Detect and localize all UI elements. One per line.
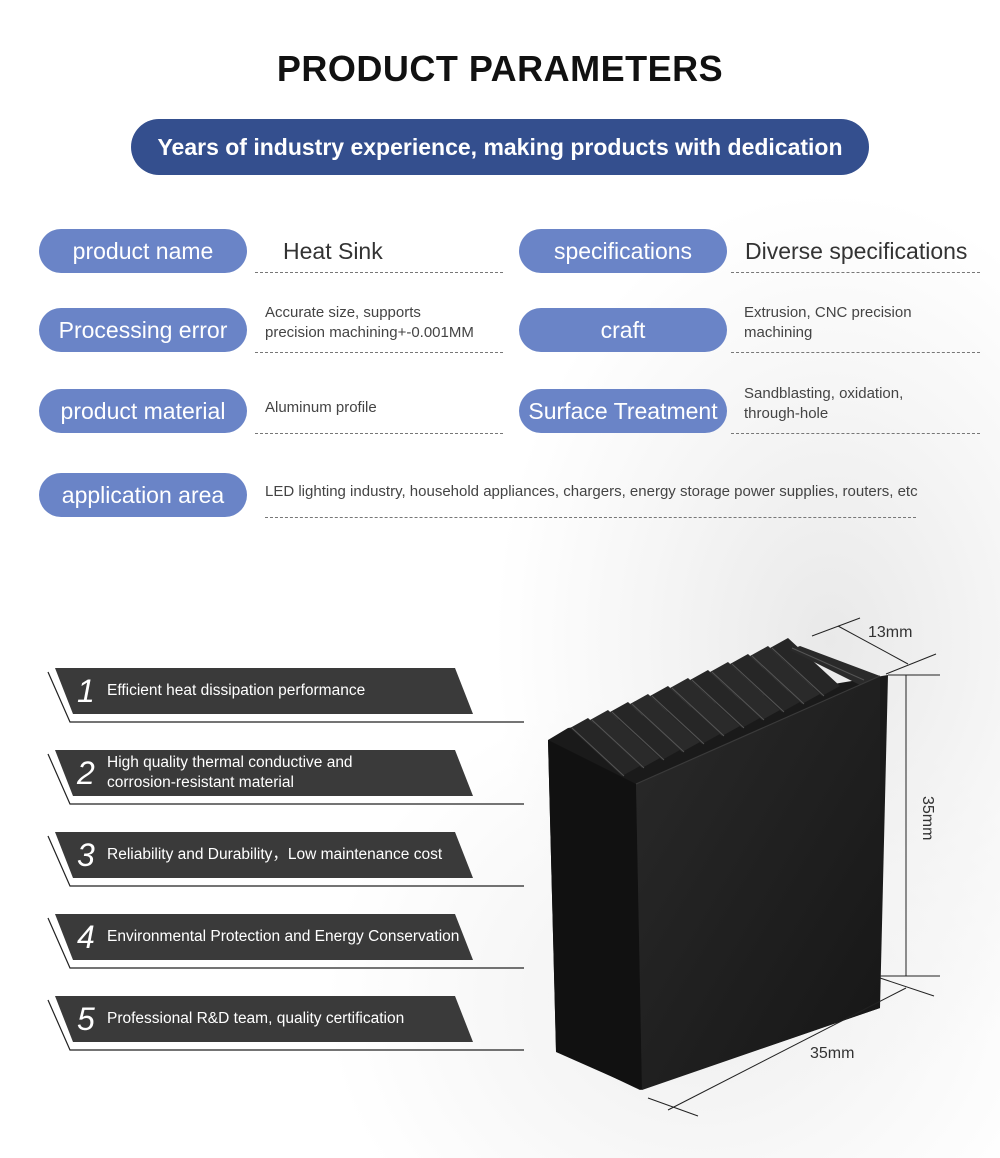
value-product-name: Heat Sink	[283, 238, 383, 264]
label-processing-error: Processing error	[39, 308, 247, 352]
dimension-lines	[647, 617, 940, 1117]
fin-highlights	[571, 647, 865, 777]
feature-number: 2	[77, 755, 95, 791]
feature-item-4: 4 Environmental Protection and Energy Co…	[55, 914, 473, 960]
feature-frame-lines	[47, 671, 524, 1051]
value-processing-error: Accurate size, supports precision machin…	[265, 304, 474, 341]
feature-item-1: 1 Efficient heat dissipation performance	[55, 668, 473, 714]
label-application-area: application area	[39, 473, 247, 517]
label-specifications: specifications	[519, 229, 727, 273]
divider	[255, 352, 503, 353]
label-craft: craft	[519, 308, 727, 352]
feature-item-5: 5 Professional R&D team, quality certifi…	[55, 996, 473, 1042]
label-product-material: product material	[39, 389, 247, 433]
value-specifications: Diverse specifications	[745, 238, 968, 264]
divider	[255, 272, 503, 273]
feature-bar	[55, 668, 473, 714]
feature-number: 4	[77, 919, 95, 955]
page-title: PRODUCT PARAMETERS	[276, 48, 724, 89]
value-product-material: Aluminum profile	[265, 399, 377, 416]
dimension-depth-label: 13mm	[868, 624, 913, 641]
feature-bar	[55, 832, 473, 878]
value-application-area: LED lighting industry, household applian…	[265, 483, 918, 500]
divider	[265, 517, 916, 518]
feature-text: Professional R&D team, quality certifica…	[107, 1010, 405, 1027]
label-product-name: product name	[39, 229, 247, 273]
dimension-height-label: 35mm	[919, 796, 936, 841]
feature-bar	[55, 996, 473, 1042]
feature-text: Environmental Protection and Energy Cons…	[107, 928, 460, 945]
feature-bar	[55, 914, 473, 960]
heatsink-left-face	[548, 740, 642, 1090]
heatsink-front-face	[636, 676, 880, 1090]
feature-text: Reliability and Durability，Low maintenan…	[107, 846, 443, 863]
feature-text: Efficient heat dissipation performance	[107, 682, 366, 699]
feature-item-3: 3 Reliability and Durability，Low mainten…	[55, 832, 473, 878]
divider	[731, 433, 980, 434]
value-craft: Extrusion, CNC precision machining	[744, 304, 912, 341]
tagline-banner: Years of industry experience, making pro…	[131, 119, 869, 175]
divider	[255, 433, 503, 434]
label-surface-treatment: Surface Treatment	[519, 389, 727, 433]
feature-bar	[55, 750, 473, 796]
feature-number: 3	[77, 837, 95, 873]
divider	[731, 272, 980, 273]
feature-number: 1	[77, 673, 95, 709]
value-surface-treatment: Sandblasting, oxidation, through-hole	[744, 385, 904, 422]
divider	[731, 352, 980, 353]
heatsink-fins	[570, 638, 880, 776]
feature-number: 5	[77, 1001, 95, 1037]
dimension-width-label: 35mm	[810, 1045, 855, 1062]
